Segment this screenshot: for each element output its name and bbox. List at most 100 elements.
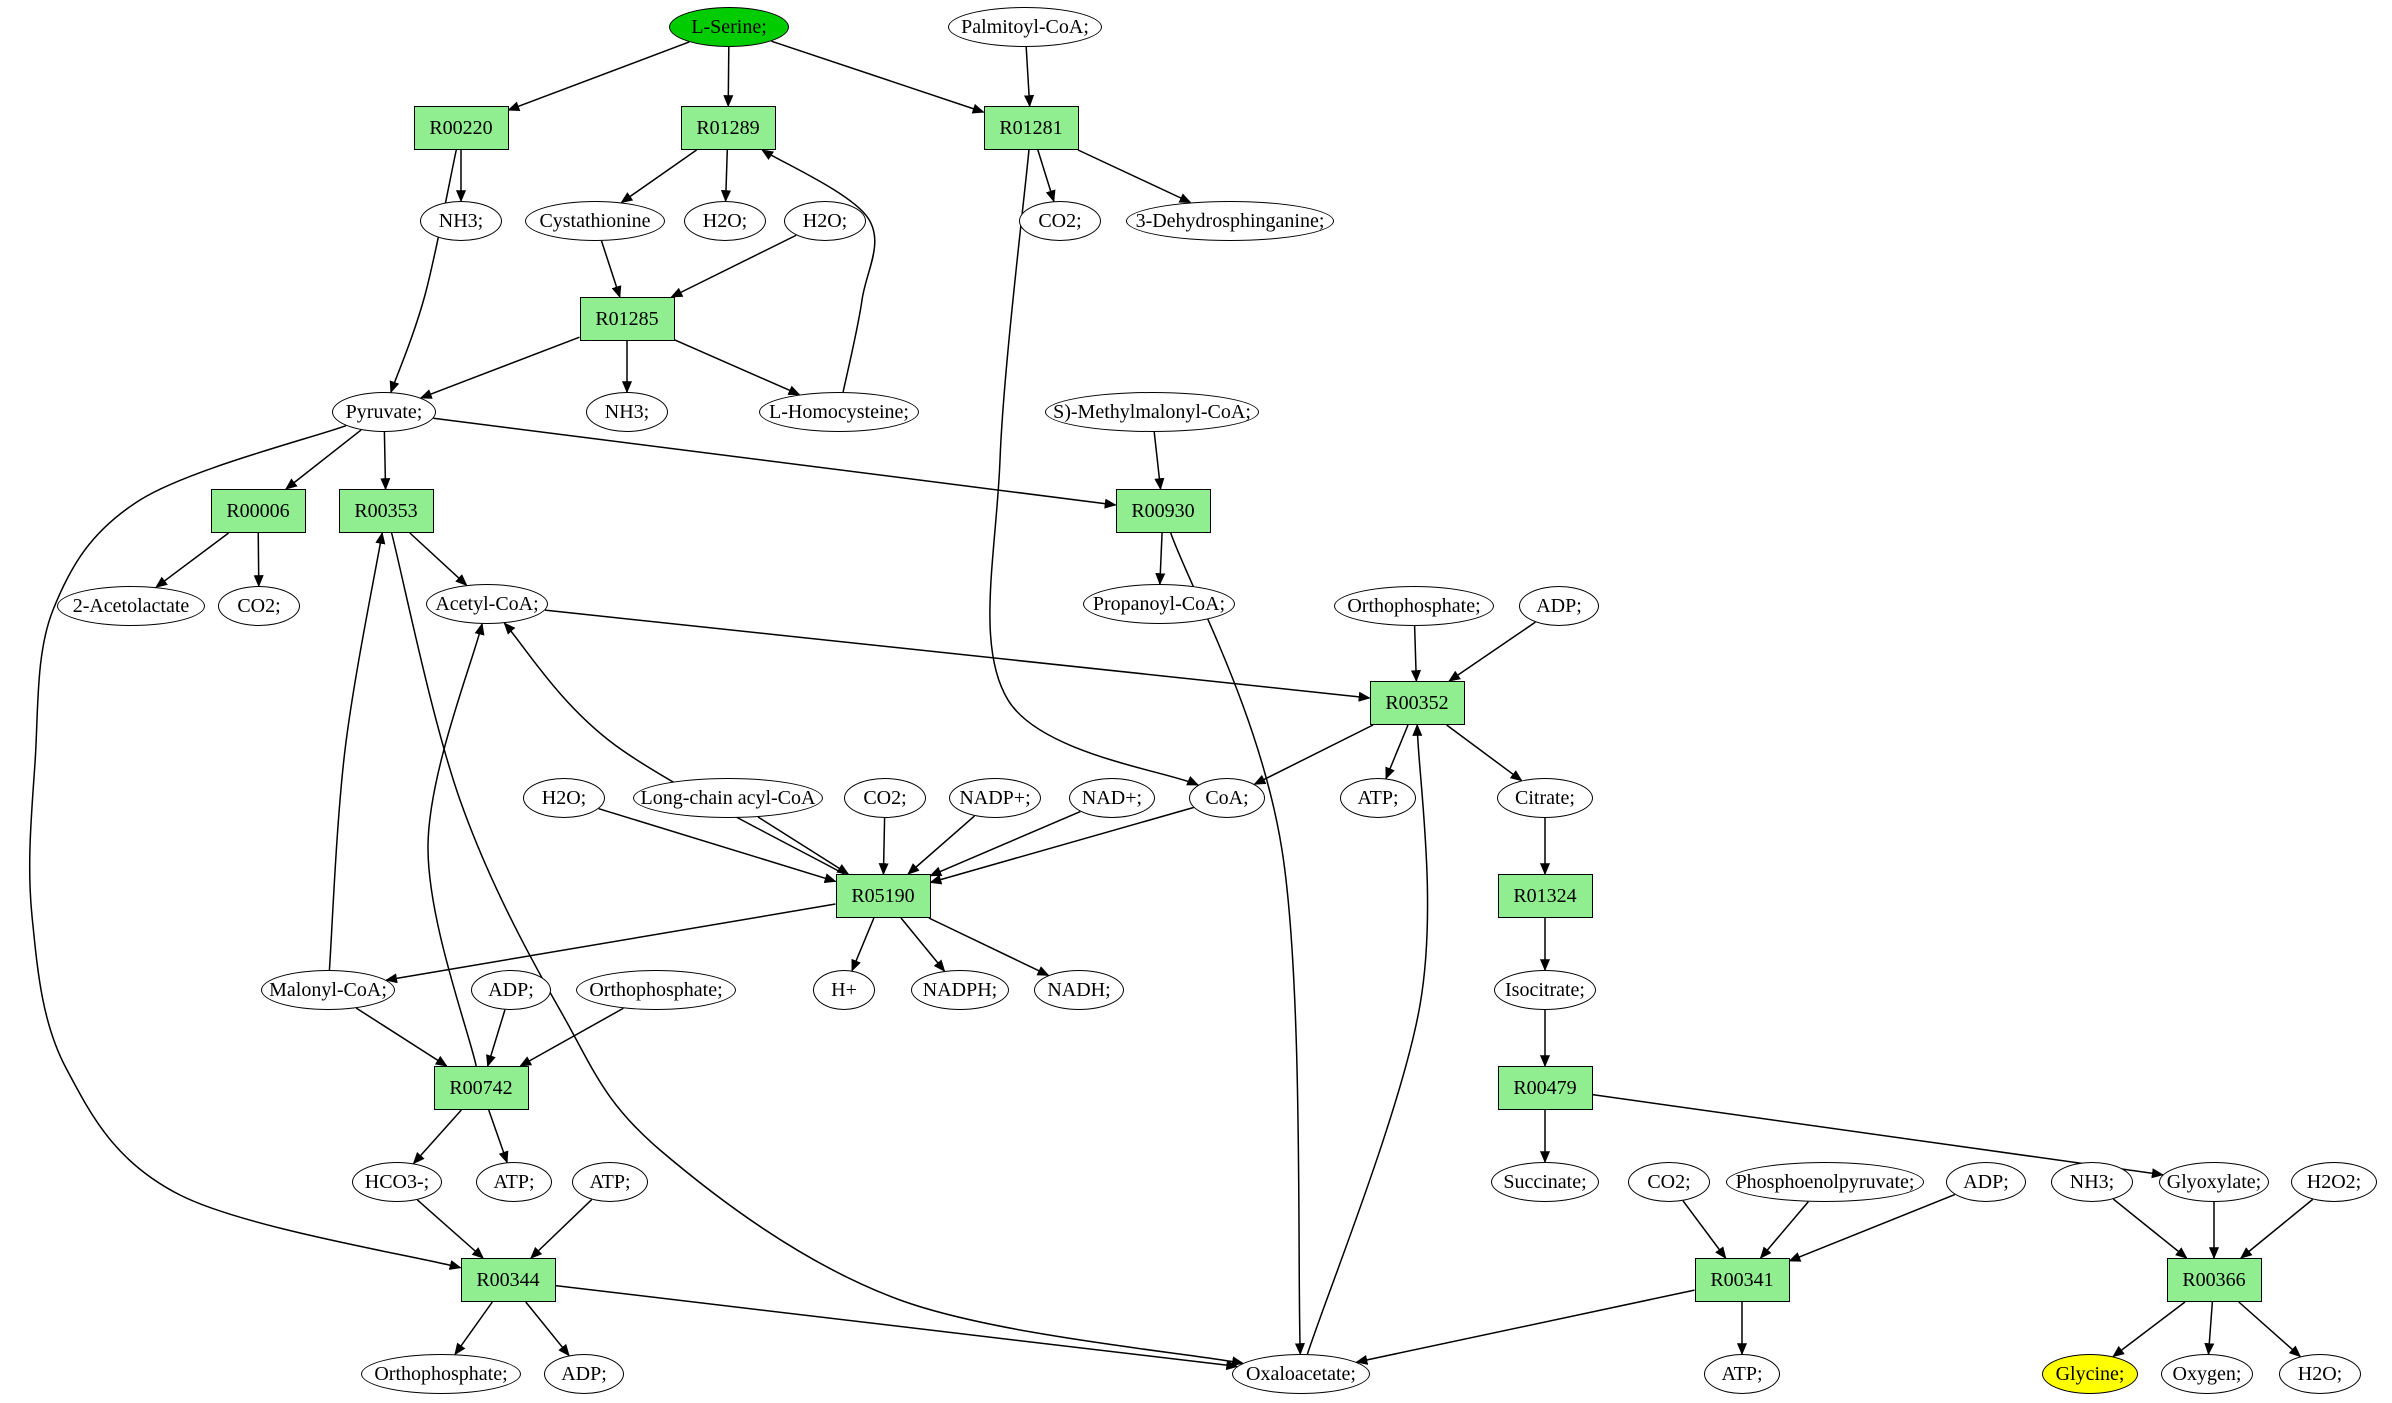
edge-r00930-to-oxaloacetate [1170, 532, 1305, 1356]
edge-r00742-to-hco3 [412, 1109, 462, 1165]
reaction-node-r00344: R00344 [460, 1258, 556, 1302]
metabolite-node-malonylcoa: Malonyl-CoA; [261, 970, 395, 1010]
metabolite-node-dehydrosphinganine: 3-Dehydrosphinganine; [1126, 201, 1334, 241]
metabolite-node-h2o_2: H2O; [784, 201, 866, 241]
metabolite-node-longchainacylcoa: Long-chain acyl-CoA [633, 778, 823, 818]
edge-r01281-to-dehydrosphinganine [1077, 149, 1192, 204]
edge-adp_2-to-r00742 [486, 1009, 506, 1068]
edge-atp_3-to-r00344 [530, 1198, 593, 1259]
metabolite-node-glycine: Glycine; [2042, 1354, 2138, 1394]
metabolite-node-citrate: Citrate; [1497, 778, 1593, 818]
edge-r01289-to-cystathionine [620, 149, 697, 204]
reaction-node-r00220: R00220 [413, 106, 509, 150]
edge-adp_1-to-r00352 [1448, 621, 1536, 682]
edge-pyruvate-to-r00006 [285, 429, 362, 490]
reaction-node-r00352: R00352 [1369, 681, 1465, 725]
edge-acetylcoa-to-r00352 [544, 609, 1371, 702]
edge-r01281-to-coa [989, 149, 1200, 786]
metabolite-node-pep: Phosphoenolpyruvate; [1726, 1162, 1924, 1202]
edge-r01285-to-pyruvate [419, 336, 580, 399]
edge-h2o2-to-r00366 [2240, 1198, 2314, 1259]
reaction-node-r00742: R00742 [433, 1066, 529, 1110]
edge-r00742-to-acetylcoa [427, 622, 485, 1067]
metabolite-node-coa: CoA; [1189, 778, 1265, 818]
edge-coa-to-r05190 [929, 806, 1194, 885]
metabolite-node-nh3_1: NH3; [420, 201, 502, 241]
edge-r00352-to-coa [1253, 724, 1374, 785]
metabolite-node-pyruvate: Pyruvate; [332, 392, 436, 432]
metabolite-node-hplus: H+ [813, 970, 875, 1010]
metabolite-node-oxygen: Oxygen; [2161, 1354, 2253, 1394]
edge-h2o_2-to-r01285 [670, 234, 797, 298]
edge-r00479-to-glyoxylate [1592, 1093, 2164, 1179]
edge-pyruvate-to-r00930 [433, 417, 1117, 509]
metabolite-node-propanoylcoa: Propanoyl-CoA; [1083, 584, 1235, 624]
edge-longchainacylcoa-to-r05190 [757, 816, 850, 875]
reaction-node-r05190: R05190 [835, 874, 931, 918]
reaction-node-r01324: R01324 [1497, 874, 1593, 918]
edge-pyruvate-to-r00344 [28, 424, 462, 1270]
reaction-node-r00930: R00930 [1115, 489, 1211, 533]
metabolite-node-orthophosphate_3: Orthophosphate; [361, 1354, 521, 1394]
reaction-node-r00006: R00006 [210, 489, 306, 533]
reaction-node-r00366: R00366 [2166, 1258, 2262, 1302]
metabolite-node-lhomocysteine: L-Homocysteine; [759, 392, 919, 432]
edge-oxaloacetate-to-r00352 [1306, 723, 1429, 1355]
metabolite-node-adp_4: ADP; [544, 1354, 624, 1394]
edge-nh3_3-to-r00366 [2112, 1198, 2188, 1259]
edge-nadpplus-to-r05190 [907, 815, 976, 875]
metabolite-node-h2o_1: H2O; [684, 201, 766, 241]
edge-lserine-to-r00220 [507, 41, 690, 112]
metabolite-node-atp_4: ATP; [1704, 1354, 1780, 1394]
edge-r00930-to-propanoylcoa [1155, 532, 1166, 586]
reaction-node-r00479: R00479 [1497, 1066, 1593, 1110]
edge-pyruvate-to-r00353 [380, 431, 391, 491]
metabolite-node-nh3_3: NH3; [2051, 1162, 2133, 1202]
edge-r00344-to-adp_4 [525, 1301, 570, 1357]
edge-co2_3-to-r05190 [878, 817, 889, 876]
metabolite-node-orthophosphate_1: Orthophosphate; [1334, 586, 1494, 626]
metabolite-node-h2o2: H2O2; [2291, 1162, 2377, 1202]
metabolite-node-acetylcoa: Acetyl-CoA; [426, 584, 548, 624]
metabolite-node-nadh: NADH; [1034, 970, 1124, 1010]
edge-r00220-to-pyruvate [389, 149, 457, 394]
metabolite-node-co2_4: CO2; [1628, 1162, 1710, 1202]
edge-lhomocysteine-to-r01289 [761, 149, 876, 393]
metabolite-node-nadph: NADPH; [911, 970, 1009, 1010]
edge-adp_3-to-r00341 [1788, 1193, 1956, 1262]
edge-palmitoylcoa-to-r01281 [1024, 46, 1035, 108]
edge-lserine-to-r01289 [723, 46, 734, 108]
metabolite-node-nh3_2: NH3; [586, 392, 668, 432]
edge-pep-to-r00341 [1759, 1201, 1809, 1259]
reaction-node-r01281: R01281 [983, 106, 1079, 150]
reaction-node-r00353: R00353 [338, 489, 434, 533]
metabolite-node-cystathionine: Cystathionine [525, 201, 665, 241]
edge-r00352-to-atp_1 [1385, 724, 1409, 780]
metabolite-node-adp_1: ADP; [1519, 586, 1599, 626]
metabolite-node-h2o_4: H2O; [2279, 1354, 2361, 1394]
edge-r00366-to-glycine [2112, 1301, 2186, 1358]
edge-r05190-to-nadh [928, 917, 1050, 977]
edge-r00006-to-co2_2 [253, 532, 264, 588]
metabolite-node-atp_2: ATP; [476, 1162, 552, 1202]
edge-hco3-to-r00344 [416, 1199, 484, 1259]
metabolite-node-nadpplus: NADP+; [949, 778, 1041, 818]
edge-r00352-to-citrate [1446, 724, 1523, 782]
metabolite-node-oxaloacetate: Oxaloacetate; [1232, 1354, 1370, 1394]
edge-r05190-to-malonylcoa [385, 903, 836, 984]
edge-r00006-to-acetolactate [155, 532, 230, 588]
edge-cystathionine-to-r01285 [600, 240, 622, 299]
metabolite-node-adp_2: ADP; [471, 970, 551, 1010]
edge-r01281-to-co2_1 [1037, 149, 1056, 203]
metabolite-node-h2o_3: H2O; [523, 778, 605, 818]
edge-r00353-to-acetylcoa [409, 532, 468, 586]
edge-nadplus-to-r05190 [929, 810, 1081, 877]
edge-r01285-to-lhomocysteine [674, 339, 801, 396]
metabolite-node-hco3: HCO3-; [352, 1162, 442, 1202]
metabolite-node-glyoxylate: Glyoxylate; [2159, 1162, 2269, 1202]
edge-r05190-to-nadph [900, 917, 946, 972]
metabolite-node-acetolactate: 2-Acetolactate [57, 586, 205, 626]
metabolite-node-adp_3: ADP; [1946, 1162, 2026, 1202]
metabolite-node-succinate: Succinate; [1491, 1162, 1599, 1202]
